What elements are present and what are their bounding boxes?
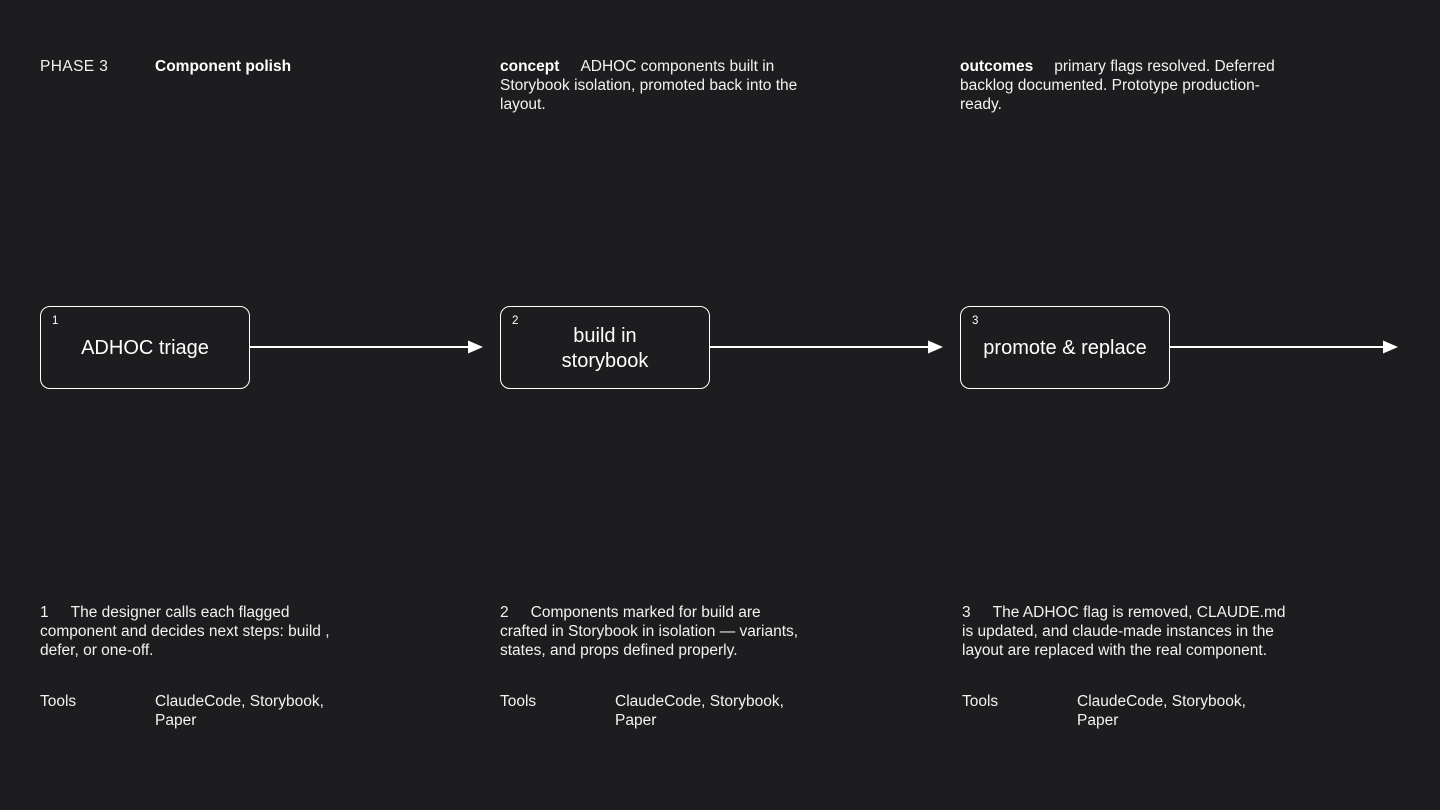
note-number: 2 (500, 604, 509, 621)
note-text: The ADHOC flag is removed, CLAUDE.md is … (962, 604, 1286, 659)
concept-label: concept (500, 58, 560, 75)
step-label: ADHOC triage (81, 337, 209, 359)
flow-step-box-promote-replace: 3 promote & replace (960, 306, 1170, 389)
tools-row: Tools ClaudeCode, Storybook, Paper (500, 692, 784, 730)
step-number: 2 (512, 315, 519, 327)
phase-title: Component polish (155, 58, 292, 75)
tools-value: ClaudeCode, Storybook, Paper (615, 693, 784, 729)
tools-row: Tools ClaudeCode, Storybook, Paper (40, 692, 324, 730)
note-number: 3 (962, 604, 971, 621)
flow-arrow-icon (250, 340, 483, 354)
flow-step-box-build-in-storybook: 2 build in storybook (500, 306, 710, 389)
outcomes-label: outcomes (960, 58, 1034, 75)
tools-label: Tools (500, 693, 537, 710)
step-number: 1 (52, 315, 59, 327)
note-number: 1 (40, 604, 49, 621)
tools-label: Tools (40, 693, 77, 710)
tools-value: ClaudeCode, Storybook, Paper (1077, 693, 1246, 729)
flow-arrow-icon (1170, 340, 1398, 354)
note-text: Components marked for build are crafted … (500, 604, 799, 659)
outcomes-text: primary flags resolved. Deferred backlog… (960, 58, 1275, 113)
step-label: promote & replace (983, 337, 1147, 359)
step-label: build in storybook (561, 324, 649, 372)
note-text: The designer calls each flagged componen… (40, 604, 330, 659)
tools-label: Tools (962, 693, 999, 710)
flow-arrow-icon (710, 340, 943, 354)
tools-row: Tools ClaudeCode, Storybook, Paper (962, 692, 1246, 730)
concept-text: ADHOC components built in Storybook isol… (500, 58, 798, 113)
phase-header: PHASE 3 Component polish (40, 57, 291, 76)
phase-label: PHASE 3 (40, 58, 109, 75)
tools-value: ClaudeCode, Storybook, Paper (155, 693, 324, 729)
flow-step-box-adhoc-triage: 1 ADHOC triage (40, 306, 250, 389)
step-number: 3 (972, 315, 979, 327)
